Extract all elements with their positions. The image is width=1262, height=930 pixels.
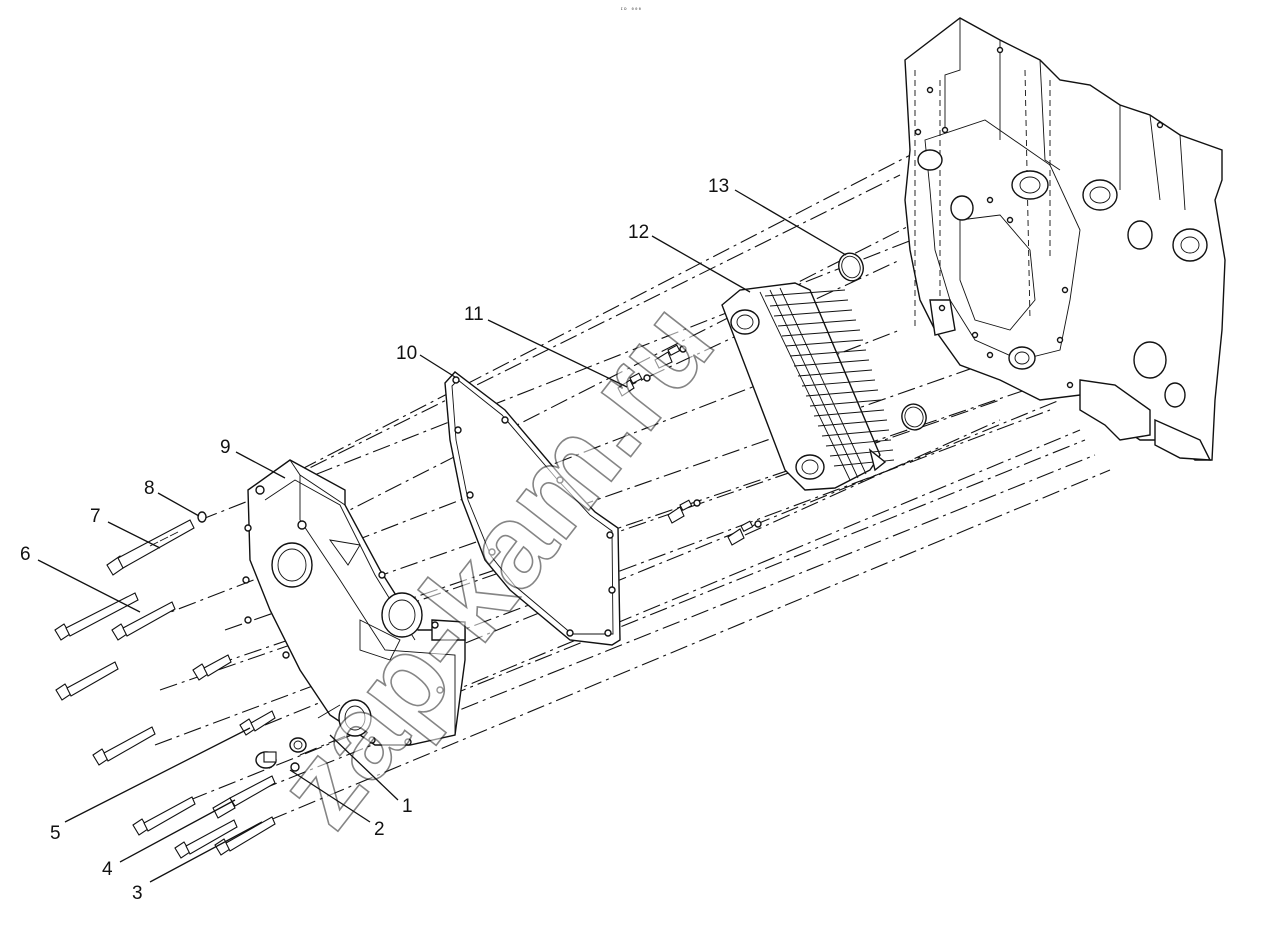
callout-9: 9 bbox=[220, 437, 231, 458]
bolts-11 bbox=[617, 344, 762, 546]
washer-8 bbox=[197, 511, 207, 523]
bolt-6b bbox=[111, 601, 176, 641]
callout-4: 4 bbox=[102, 859, 113, 880]
bolts-long bbox=[54, 592, 276, 859]
oil-cooler-12 bbox=[721, 282, 895, 491]
bolt-6c bbox=[55, 661, 119, 701]
bolt-4b bbox=[212, 775, 276, 819]
bolt-6d bbox=[192, 654, 232, 681]
bolt-5a bbox=[92, 726, 156, 766]
gasket-10 bbox=[444, 371, 621, 646]
front-cover-9 bbox=[242, 459, 466, 746]
callout-11: 11 bbox=[464, 304, 484, 325]
callout-6: 6 bbox=[20, 544, 31, 565]
callout-2: 2 bbox=[374, 819, 385, 840]
seal-1-plug-2 bbox=[255, 704, 341, 772]
callout-1: 1 bbox=[402, 796, 413, 817]
callout-3: 3 bbox=[132, 883, 143, 904]
bolt-3a bbox=[174, 819, 238, 859]
bolt-4a bbox=[132, 796, 196, 836]
callout-10: 10 bbox=[396, 343, 417, 364]
callout-5: 5 bbox=[50, 823, 61, 844]
callout-12: 12 bbox=[628, 222, 649, 243]
bolt-3b bbox=[214, 816, 276, 856]
callout-labels: 1 2 3 4 5 6 7 8 9 10 11 12 13 bbox=[20, 176, 729, 904]
stud-7 bbox=[106, 519, 195, 576]
o-ring-13 bbox=[838, 252, 927, 431]
header-code: ᴵᴰ ⁰⁰⁰ bbox=[620, 7, 642, 14]
leader-lines bbox=[37, 189, 847, 883]
engine-block bbox=[904, 17, 1226, 461]
callout-8: 8 bbox=[144, 478, 155, 499]
callout-7: 7 bbox=[90, 506, 101, 527]
cooler-fins bbox=[764, 289, 895, 467]
block-bolt-holes bbox=[914, 46, 1164, 389]
bolt-6a bbox=[54, 592, 139, 641]
callout-13: 13 bbox=[708, 176, 729, 197]
